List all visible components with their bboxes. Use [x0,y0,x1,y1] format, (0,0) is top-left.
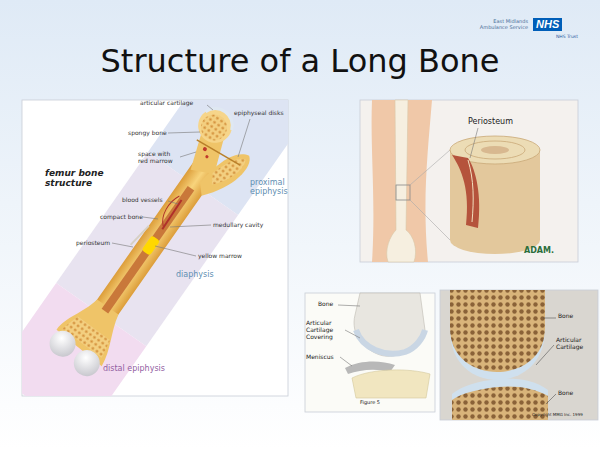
part-label: Articular Cartilage Covering [306,320,342,341]
part-label: Bone [558,313,573,320]
organisation-name: NHS Trust [556,34,578,39]
periosteum-panel-part [468,160,473,222]
femur-panel-part-part [143,217,158,219]
femur-panel-part-part-part [161,200,182,229]
femur-panel-part [22,100,288,396]
part-label: compact bone [100,214,143,221]
cartilage-panel-part [440,290,598,420]
region-label: diaphysis [176,270,214,279]
femur-panel [0,46,313,437]
periosteum-panel-part [372,100,432,262]
copyright-note: Copyright MMG Inc. 1999 [532,413,583,418]
cartilage-panel-part [536,318,556,404]
periosteum-panel-part [452,155,479,228]
periosteum-panel-part [360,100,578,262]
figure-heading: femur bone structure [45,168,115,189]
source-logo: ADAM. [524,246,554,255]
nhs-logo: NHS [533,18,562,31]
periosteum-panel-part [450,150,540,254]
part-label: space with red marrow [138,151,178,165]
periosteum-panel [360,100,578,262]
figure-caption: Figure 5 [360,400,380,406]
cartilage-panel-part-part [543,318,556,319]
femur-panel-part-part-part [69,345,105,381]
knee-panel-part-part [340,357,352,366]
region-label: proximal epiphysis [250,178,296,196]
femur-panel-part-part-part [131,224,149,248]
femur-panel-part [112,105,250,256]
knee-panel [305,293,435,412]
femur-panel-part-part-part [194,141,253,207]
knee-panel-part [356,330,425,354]
femur-panel-part-part-part [207,148,247,193]
periosteum-panel-part [410,150,450,240]
part-label: spongy bone [128,130,167,137]
organisation-name: East Midlands Ambulance Service [474,19,528,31]
femur-panel-part-part [180,152,196,157]
femur-panel-part-part-part [205,102,238,130]
femur-panel-part-part-part [44,326,80,362]
femur-panel-part-part [170,225,211,227]
femur-panel-part-part-part [191,102,238,149]
knee-panel-part [354,293,425,356]
femur-panel-part-part-part [142,235,161,255]
part-label: Bone [558,390,573,397]
part-label: epiphyseal disks [234,110,284,117]
region-label: distal epiphysis [103,364,165,373]
cartilage-panel-part-part [536,345,554,365]
part-label: medullary cavity [213,222,263,229]
cartilage-panel-part [450,290,545,372]
part-label: Articular Cartilage [556,337,594,351]
cartilage-panel-part-part [546,394,556,404]
femur-panel-part-part [22,100,288,396]
femur-panel-part-part [207,105,213,110]
part-label: Periosteum [468,117,513,126]
femur-panel-part-part-part [102,186,195,313]
femur-panel-part-part [168,132,200,133]
periosteum-panel-part [396,185,410,200]
femur-panel-part-part [238,119,250,157]
periosteum-panel-part [387,100,416,262]
knee-panel-part [352,370,430,398]
knee-panel-part [338,305,360,366]
knee-panel-part [305,293,435,412]
femur-panel-part-part [155,246,196,256]
part-label: articular cartilage [140,100,193,107]
cartilage-panel-part [450,290,545,380]
part-label: periosteum [76,240,110,247]
femur-panel-part-part-part [202,146,208,152]
cartilage-panel [440,290,598,420]
part-label: blood vessels [122,197,163,204]
part-label: yellow marrow [198,253,242,260]
slide-title: Structure of a Long Bone [0,42,600,80]
knee-panel-part-part [338,305,360,306]
knee-panel-part-part [345,330,360,338]
femur-panel-part-part [112,243,133,247]
part-label: Meniscus [306,354,334,361]
periosteum-panel-part [470,128,478,158]
femur-panel-part-part-part [197,137,240,169]
periosteum-panel-part [481,146,509,154]
femur-panel-part-part-part [205,154,209,158]
part-label: Bone [318,301,333,308]
femur-panel-part-part [168,201,178,204]
logo-text: NHS [536,18,559,30]
